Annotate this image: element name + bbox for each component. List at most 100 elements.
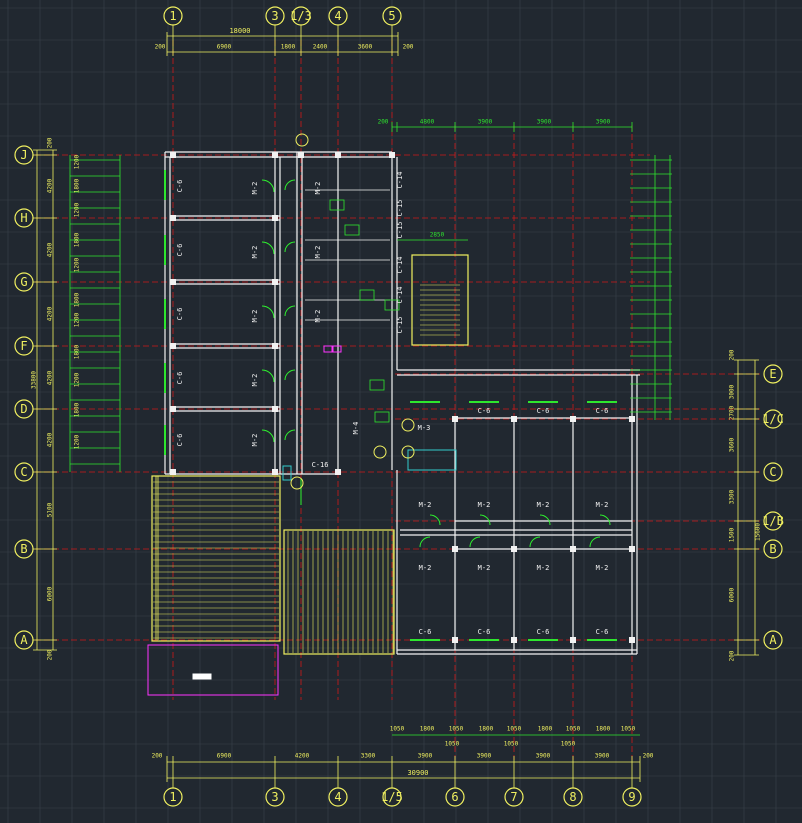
door-label: M-2 (314, 310, 322, 323)
fixture-circle (401, 445, 415, 459)
door-swing (261, 241, 275, 255)
dim-text: 3900 (418, 753, 433, 760)
window-label: C-6 (537, 407, 550, 415)
dim-text: 1200 (74, 312, 81, 327)
dim-text: 1200 (74, 372, 81, 387)
axis-bubble-bottom-label: 7 (510, 790, 517, 804)
dim-text: 3600 (729, 437, 736, 452)
dim-text: 1800 (420, 726, 435, 733)
dim-text: 3600 (358, 44, 373, 51)
dim-text: 200 (729, 349, 736, 360)
door-label: M-2 (251, 182, 259, 195)
axis-bubble-top-label: 4 (334, 9, 341, 23)
door-swing (469, 536, 481, 548)
column (570, 637, 576, 643)
dim-text: 200 (47, 137, 54, 148)
axis-bubble-bottom-label: 3 (271, 790, 278, 804)
door-swing (529, 536, 541, 548)
dim-text: 3900 (478, 119, 493, 126)
axis-bubble-left-circle (14, 630, 34, 650)
dim-text: 3300 (729, 489, 736, 504)
window-label: C-6 (596, 407, 609, 415)
window-label: C-6 (478, 628, 491, 636)
column (511, 546, 517, 552)
dim-text: 4200 (295, 753, 310, 760)
axis-bubble-left-label: F (20, 339, 27, 353)
column (452, 546, 458, 552)
axis-bubble-top-label: 1/3 (290, 9, 312, 23)
fixture-circle (295, 133, 309, 147)
fixture-box (384, 299, 400, 311)
door-swing (479, 514, 491, 526)
fixture-box (329, 199, 345, 211)
fixture-circle (290, 476, 304, 490)
axis-bubble-bottom-label: 9 (628, 790, 635, 804)
hatched-areas (147, 254, 469, 696)
door-swing (284, 305, 296, 317)
dim-text: 1050 (445, 741, 460, 748)
door-swing (261, 429, 275, 443)
dim-text: 4200 (47, 242, 54, 257)
dim-text: 33800 (31, 371, 38, 389)
column (452, 637, 458, 643)
dimension-lines (33, 32, 759, 782)
column (511, 637, 517, 643)
dim-text: 1800 (74, 292, 81, 307)
window-label: C-6 (176, 244, 184, 257)
column (511, 416, 517, 422)
dim-text: 1800 (538, 726, 553, 733)
axis-bubble-left-circle (14, 272, 34, 292)
dim-text: 1800 (74, 232, 81, 247)
window-label: C-14 (396, 257, 404, 274)
dim-text: 1800 (596, 726, 611, 733)
dim-text: 200 (378, 119, 389, 126)
column (335, 152, 341, 158)
column (272, 152, 278, 158)
axis-bubble-bottom-label: 1 (169, 790, 176, 804)
window-label: C-6 (478, 407, 491, 415)
axis-bubble-right-circle (763, 409, 783, 429)
axis-bubble-top-label: 5 (388, 9, 395, 23)
dim-text: 1800 (74, 402, 81, 417)
axis-bubble-top-label: 3 (271, 9, 278, 23)
axis-bubble-left-circle (14, 539, 34, 559)
axis-bubble-right-label: 1/C (762, 412, 784, 426)
window-label: C-6 (176, 372, 184, 385)
column (629, 546, 635, 552)
dim-text: 4200 (47, 370, 54, 385)
axis-bubble-left-label: H (20, 211, 27, 225)
dim-text: 200 (643, 753, 654, 760)
door-label: M-2 (314, 182, 322, 195)
dim-text: 1050 (507, 726, 522, 733)
axis-bubble-right-label: B (769, 542, 776, 556)
dim-text: 2400 (313, 44, 328, 51)
fixture (282, 465, 292, 481)
window-label: C-6 (596, 628, 609, 636)
door-label: M-2 (251, 374, 259, 387)
axis-bubble-right-label: E (769, 367, 776, 381)
dim-text: 3300 (361, 753, 376, 760)
door-label: M-2 (419, 501, 432, 509)
column (272, 343, 278, 349)
column (298, 152, 304, 158)
dim-text: 1800 (479, 726, 494, 733)
dim-text: 3900 (595, 753, 610, 760)
column (570, 546, 576, 552)
door-swing (261, 369, 275, 383)
axis-bubble-right-circle (763, 630, 783, 650)
column (272, 469, 278, 475)
column (170, 152, 176, 158)
fixture-circle (373, 445, 387, 459)
door-label: M-2 (314, 246, 322, 259)
dim-text: 200 (403, 44, 414, 51)
dim-text: 200 (152, 753, 163, 760)
door-label: M-2 (596, 564, 609, 572)
column (272, 279, 278, 285)
axis-bubble-bottom-label: 1/5 (381, 790, 403, 804)
dim-text: 2850 (430, 232, 445, 239)
dim-text: 3000 (729, 384, 736, 399)
stair-core (411, 254, 469, 346)
fixture-box (344, 224, 360, 236)
